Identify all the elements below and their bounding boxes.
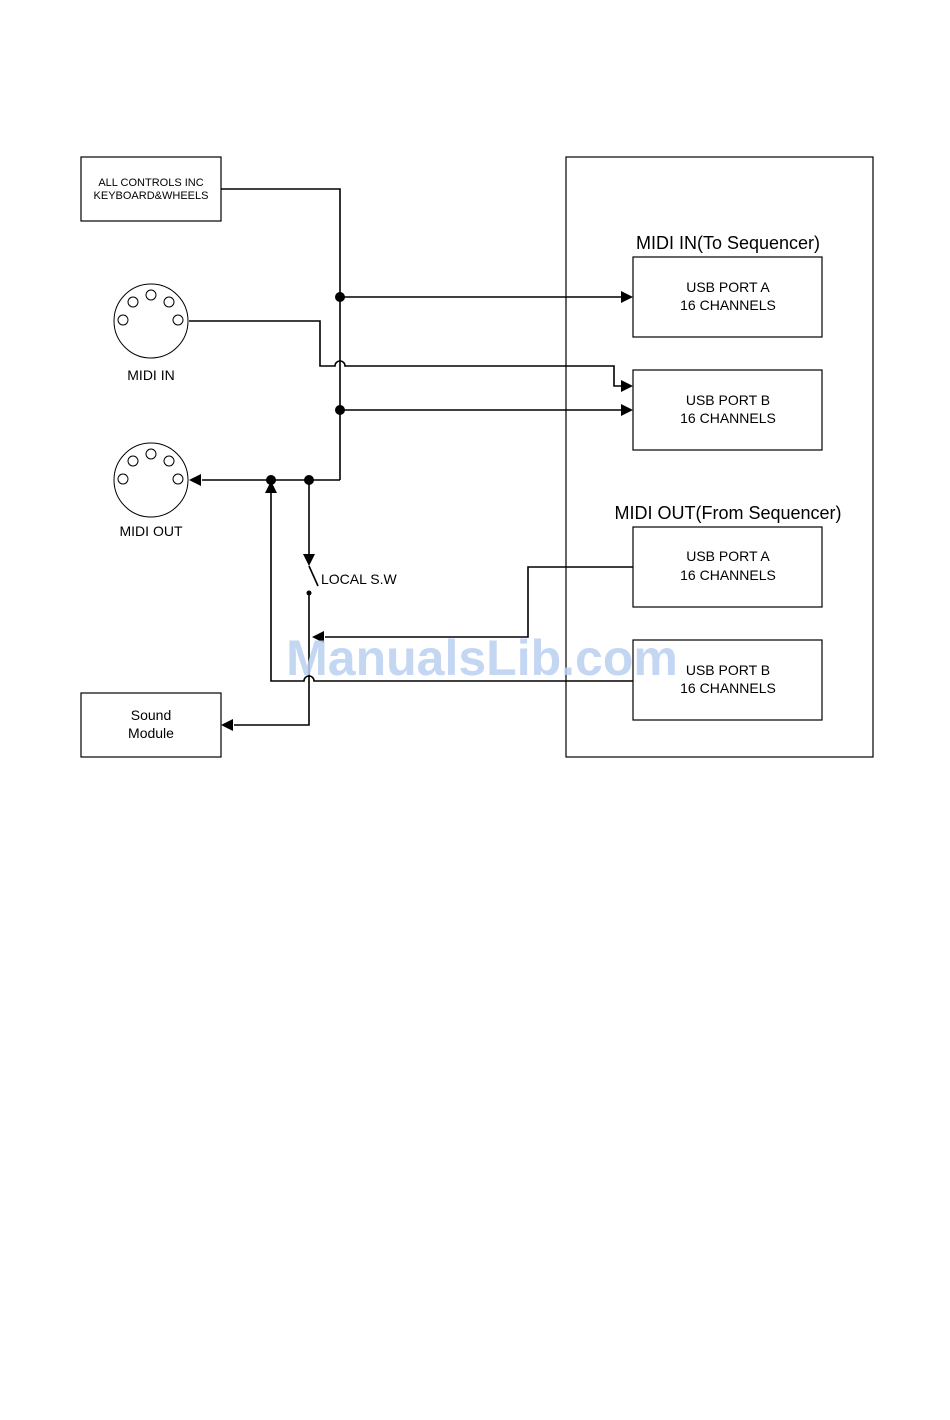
controls-box-line2: KEYBOARD&WHEELS bbox=[94, 190, 209, 202]
midi-in-label: MIDI IN bbox=[127, 367, 174, 383]
port-label-line1: USB PORT B bbox=[686, 662, 770, 678]
switch-icon bbox=[307, 566, 319, 596]
controls-box: ALL CONTROLS INC KEYBOARD&WHEELS bbox=[81, 157, 221, 221]
midi-in-connector: MIDI IN bbox=[114, 284, 188, 383]
junction-dot bbox=[335, 292, 345, 302]
controls-box-line1: ALL CONTROLS INC bbox=[98, 177, 203, 189]
watermark: ManualsLib.com bbox=[286, 630, 678, 686]
port-label-line1: USB PORT A bbox=[686, 548, 770, 564]
junction-dot bbox=[335, 405, 345, 415]
midi-out-connector: MIDI OUT bbox=[114, 443, 188, 539]
sound-module-box: Sound Module bbox=[81, 693, 221, 757]
port-label-line1: USB PORT B bbox=[686, 392, 770, 408]
port-label-line1: USB PORT A bbox=[686, 279, 770, 295]
port-label-line2: 16 CHANNELS bbox=[680, 567, 776, 583]
midi-in-usb-port-a: USB PORT A 16 CHANNELS bbox=[633, 257, 822, 337]
midi-in-usb-port-b: USB PORT B 16 CHANNELS bbox=[633, 370, 822, 450]
din-5-pin-connector-icon bbox=[114, 284, 188, 358]
arrow-head bbox=[189, 474, 201, 486]
arrow-head bbox=[303, 554, 315, 566]
midi-in-group-title: MIDI IN(To Sequencer) bbox=[636, 233, 820, 253]
midi-in-to-port-b-wire bbox=[189, 321, 622, 386]
arrow-head bbox=[621, 404, 633, 416]
midi-out-usb-port-a: USB PORT A 16 CHANNELS bbox=[633, 527, 822, 607]
port-label-line2: 16 CHANNELS bbox=[680, 297, 776, 313]
sound-module-line1: Sound bbox=[131, 707, 171, 723]
arrow-head bbox=[221, 719, 233, 731]
arrow-head bbox=[621, 291, 633, 303]
din-5-pin-connector-icon bbox=[114, 443, 188, 517]
arrow-head bbox=[621, 380, 633, 392]
port-label-line2: 16 CHANNELS bbox=[680, 680, 776, 696]
port-label-line2: 16 CHANNELS bbox=[680, 410, 776, 426]
sound-module-line2: Module bbox=[128, 725, 174, 741]
local-switch-label: LOCAL S.W bbox=[321, 571, 398, 587]
midi-out-group-title: MIDI OUT(From Sequencer) bbox=[614, 503, 841, 523]
controls-bus-wire bbox=[221, 189, 340, 480]
junction-dot bbox=[304, 475, 314, 485]
junction-dot bbox=[266, 475, 276, 485]
midi-out-label: MIDI OUT bbox=[120, 523, 183, 539]
